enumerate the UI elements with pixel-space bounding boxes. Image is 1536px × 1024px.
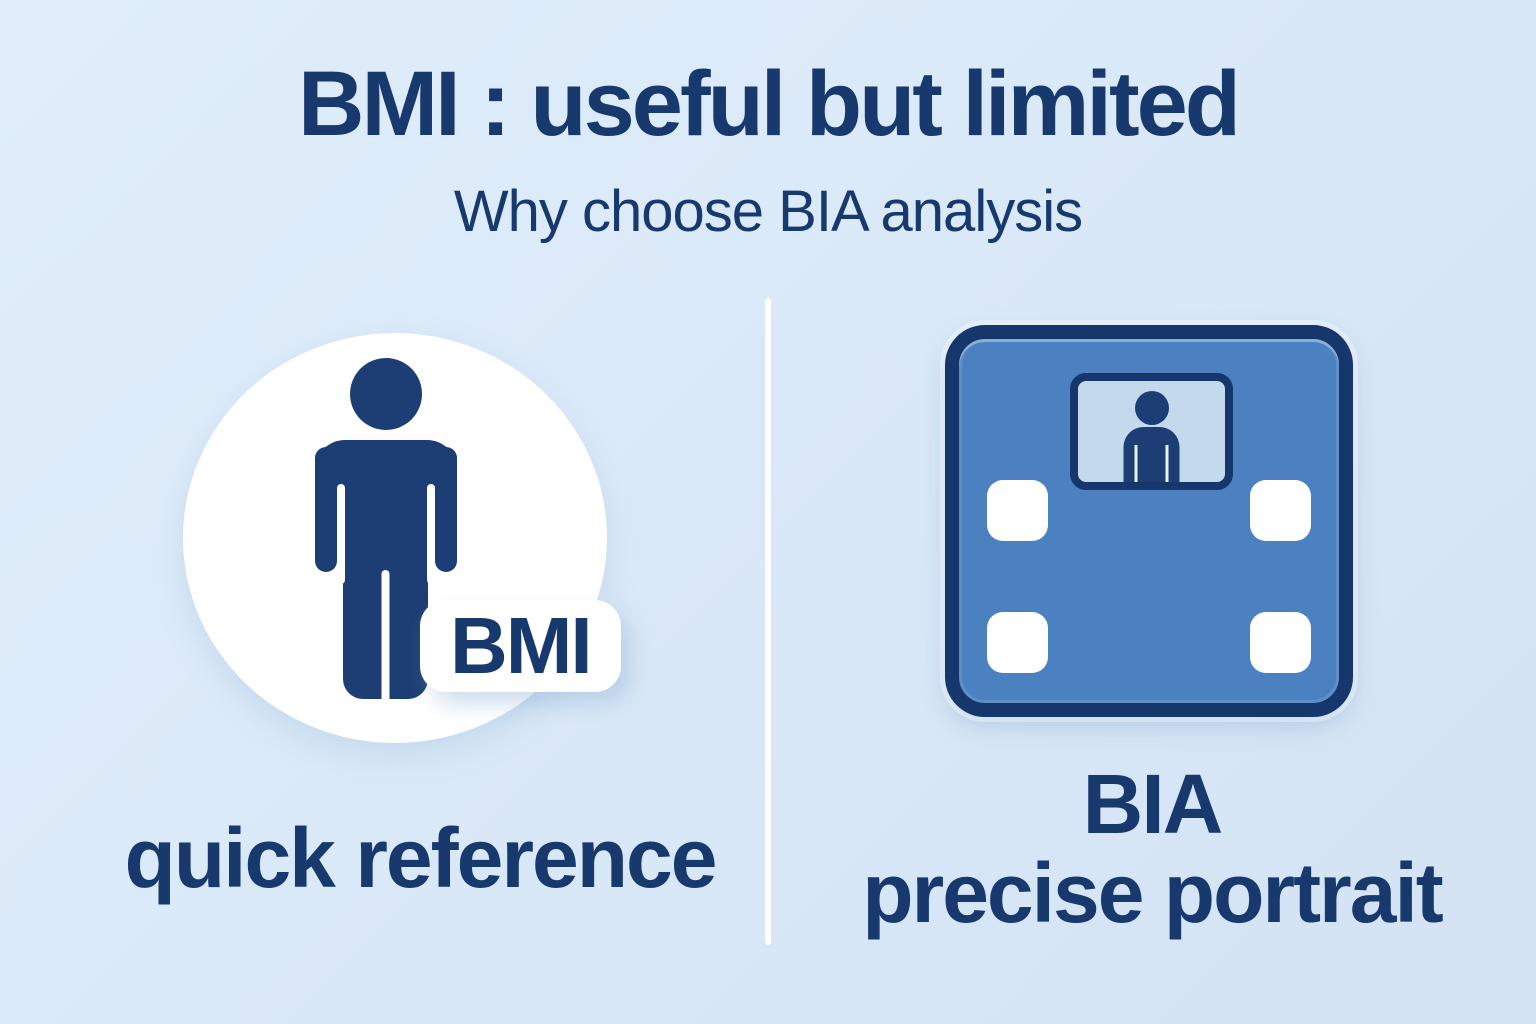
person-icon: [315, 358, 457, 699]
screen-person-icon: [1123, 391, 1180, 482]
body-fat-scale-icon: [945, 325, 1353, 717]
right-caption: BIA precise portrait: [768, 757, 1536, 941]
vertical-divider: [765, 298, 771, 945]
right-caption-line1: BIA: [1082, 757, 1224, 851]
electrode-pad-top-right: [1250, 480, 1311, 541]
page-subtitle: Why choose BIA analysis: [453, 179, 1083, 244]
right-caption-line2: precise portrait: [862, 846, 1444, 941]
left-caption: quick reference: [124, 811, 718, 905]
page-title: BMI : useful but limited: [298, 53, 1241, 155]
scale-screen: [1070, 373, 1233, 490]
electrode-pad-top-left: [987, 480, 1048, 541]
electrode-pad-bottom-left: [987, 612, 1048, 673]
bmi-badge-label: BMI: [450, 601, 593, 690]
bmi-badge: BMI: [420, 600, 621, 692]
electrode-pad-bottom-right: [1250, 612, 1311, 673]
